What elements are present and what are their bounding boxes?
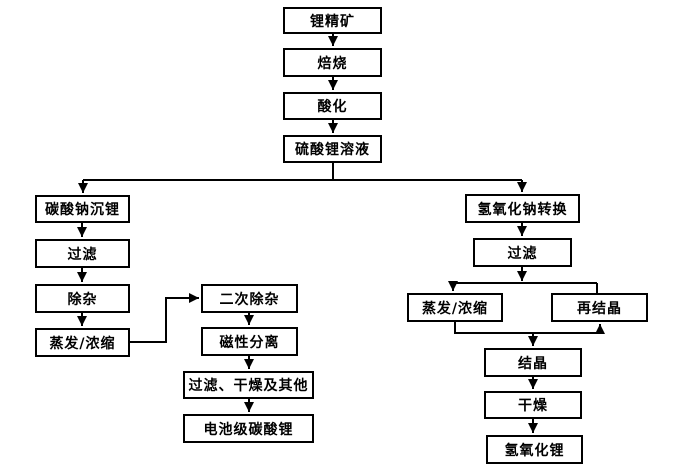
node-filtration-left: 过滤 [35,239,130,268]
edge-filtration-to-junction [448,267,598,293]
node-evaporation-right: 蒸发/浓缩 [407,293,503,322]
node-recrystallization: 再结晶 [551,293,648,322]
node-lithium-hydroxide: 氢氧化锂 [486,435,583,464]
edge-sulfate-split [78,163,527,193]
node-magnetic-separation: 磁性分离 [201,327,298,356]
node-lithium-sulfate-solution: 硫酸锂溶液 [283,135,382,163]
node-impurity-removal: 除杂 [35,284,130,313]
node-evaporation-left: 蒸发/浓缩 [35,328,130,357]
node-battery-grade-lithium-carbonate: 电池级碳酸锂 [183,414,314,443]
node-roasting: 焙烧 [283,48,382,77]
node-naoh-conversion: 氢氧化钠转换 [465,194,580,223]
node-filtration-right: 过滤 [473,238,572,267]
edge-evaporation-crystallization-recrystallization [454,322,605,346]
node-drying: 干燥 [484,391,582,419]
node-acidification: 酸化 [283,92,382,120]
node-filtration-drying-others: 过滤、干燥及其他 [183,371,314,399]
node-crystallization: 结晶 [484,348,582,377]
node-secondary-impurity-removal: 二次除杂 [201,284,298,313]
node-lithium-concentrate: 锂精矿 [283,7,382,34]
edge-evaporation-to-secondary-removal [130,293,199,343]
node-soda-ash-precipitation: 碳酸钠沉锂 [35,195,130,223]
